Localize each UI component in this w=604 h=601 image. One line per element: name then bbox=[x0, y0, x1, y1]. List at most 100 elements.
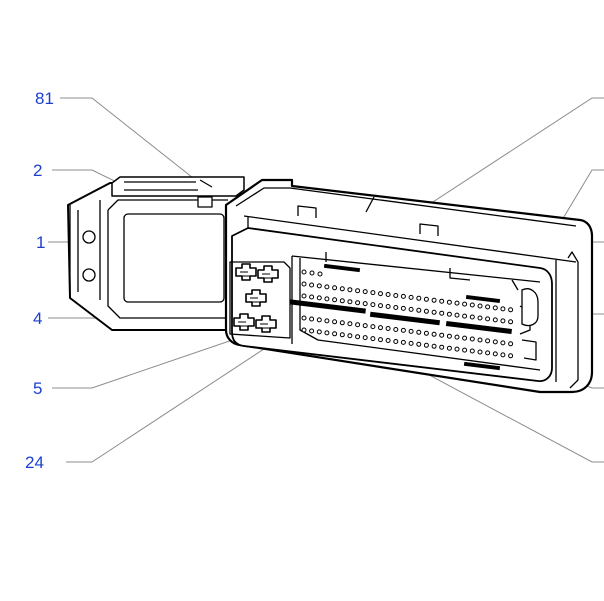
right-end-bracket bbox=[521, 288, 539, 327]
signal-pin bbox=[462, 335, 468, 341]
signal-pin bbox=[362, 323, 368, 329]
signal-pin bbox=[355, 322, 361, 328]
callout-1: 1 bbox=[36, 233, 45, 252]
signal-pin bbox=[423, 342, 429, 348]
signal-pin bbox=[393, 305, 399, 310]
signal-pin bbox=[370, 302, 376, 308]
signal-pin bbox=[508, 319, 514, 325]
signal-pin bbox=[446, 345, 452, 351]
signal-pin bbox=[347, 321, 353, 327]
signal-pin bbox=[347, 287, 353, 293]
signal-pin bbox=[316, 329, 322, 335]
leader-24 bbox=[66, 321, 306, 463]
signal-pin bbox=[316, 317, 322, 323]
signal-pin bbox=[309, 294, 315, 300]
signal-pin bbox=[423, 296, 429, 302]
signal-pin bbox=[370, 290, 376, 296]
key-bar-middle-left bbox=[289, 299, 366, 314]
signal-pin bbox=[408, 294, 414, 300]
signal-pin bbox=[492, 351, 498, 357]
signal-pin bbox=[301, 281, 307, 287]
signal-pin bbox=[400, 305, 406, 311]
signal-pin bbox=[492, 305, 498, 311]
signal-pin bbox=[370, 324, 376, 330]
callout-81: 81 bbox=[35, 89, 54, 108]
signal-pin bbox=[439, 310, 445, 316]
signal-pin bbox=[309, 328, 315, 334]
latch-inner-frame bbox=[107, 199, 228, 319]
signal-pin-grid bbox=[301, 269, 514, 359]
latch-window bbox=[123, 213, 225, 303]
face-plate bbox=[231, 227, 553, 382]
signal-pin bbox=[439, 298, 445, 304]
signal-pin bbox=[347, 299, 353, 305]
face-plate-steps bbox=[325, 252, 537, 361]
signal-pin bbox=[416, 307, 422, 313]
signal-pin bbox=[385, 304, 391, 309]
signal-pin bbox=[485, 316, 491, 322]
signal-pin bbox=[378, 291, 383, 297]
callout-4: 4 bbox=[33, 309, 42, 328]
signal-pin bbox=[439, 332, 445, 338]
signal-pin bbox=[355, 288, 361, 294]
signal-pin bbox=[462, 301, 468, 307]
signal-pin bbox=[385, 292, 391, 297]
signal-pin bbox=[301, 269, 307, 275]
signal-pin bbox=[309, 282, 315, 288]
signal-pin bbox=[301, 293, 307, 299]
signal-pin bbox=[469, 302, 475, 308]
signal-pin bbox=[431, 297, 437, 303]
signal-pin bbox=[317, 271, 323, 277]
callout-24: 24 bbox=[25, 453, 44, 472]
signal-pin bbox=[332, 331, 338, 337]
key-bar-top-right bbox=[465, 294, 501, 304]
signal-pin bbox=[477, 303, 483, 309]
signal-pin bbox=[500, 352, 506, 358]
signal-pin bbox=[469, 314, 475, 320]
signal-pin bbox=[492, 339, 498, 345]
latch-slider-lines bbox=[124, 179, 213, 191]
shell-top-notches bbox=[297, 196, 439, 236]
signal-pin bbox=[408, 306, 414, 312]
signal-pin bbox=[446, 311, 452, 317]
key-bar-bottom-right bbox=[463, 361, 501, 371]
signal-pin bbox=[462, 313, 468, 319]
signal-pin bbox=[446, 299, 452, 305]
shell-right-face bbox=[555, 251, 579, 389]
signal-pin bbox=[316, 295, 322, 301]
power-block-frame bbox=[229, 261, 291, 339]
signal-pin bbox=[508, 353, 514, 359]
leader-5 bbox=[52, 334, 248, 389]
signal-pin bbox=[385, 338, 391, 343]
signal-pin bbox=[500, 340, 506, 346]
signal-pin bbox=[355, 300, 361, 306]
signal-pin bbox=[477, 349, 483, 355]
callout-labels: 81 2 1 4 5 24 bbox=[25, 89, 54, 472]
signal-pin bbox=[332, 319, 338, 325]
signal-pin bbox=[316, 283, 322, 289]
signal-pin bbox=[485, 350, 491, 356]
latch-hole-top bbox=[82, 230, 96, 244]
key-bar-middle-right bbox=[445, 320, 512, 334]
callout-5: 5 bbox=[33, 379, 42, 398]
signal-pin bbox=[454, 346, 460, 352]
signal-pin bbox=[423, 308, 429, 314]
connector-body bbox=[67, 176, 594, 394]
signal-pin bbox=[416, 329, 422, 335]
signal-pin bbox=[454, 312, 460, 318]
signal-pin bbox=[485, 338, 491, 344]
signal-pin bbox=[500, 306, 506, 312]
signal-pin bbox=[416, 295, 422, 301]
leader-lines bbox=[48, 97, 604, 463]
signal-pin bbox=[339, 286, 345, 292]
signal-pin bbox=[469, 348, 475, 354]
signal-pin bbox=[362, 301, 368, 307]
signal-pin bbox=[324, 296, 330, 302]
signal-pin bbox=[339, 332, 345, 338]
signal-pin bbox=[446, 333, 452, 339]
signal-pin bbox=[339, 298, 345, 304]
latch-slider-block bbox=[197, 196, 213, 208]
signal-pin bbox=[370, 336, 376, 342]
key-bars bbox=[289, 263, 512, 371]
